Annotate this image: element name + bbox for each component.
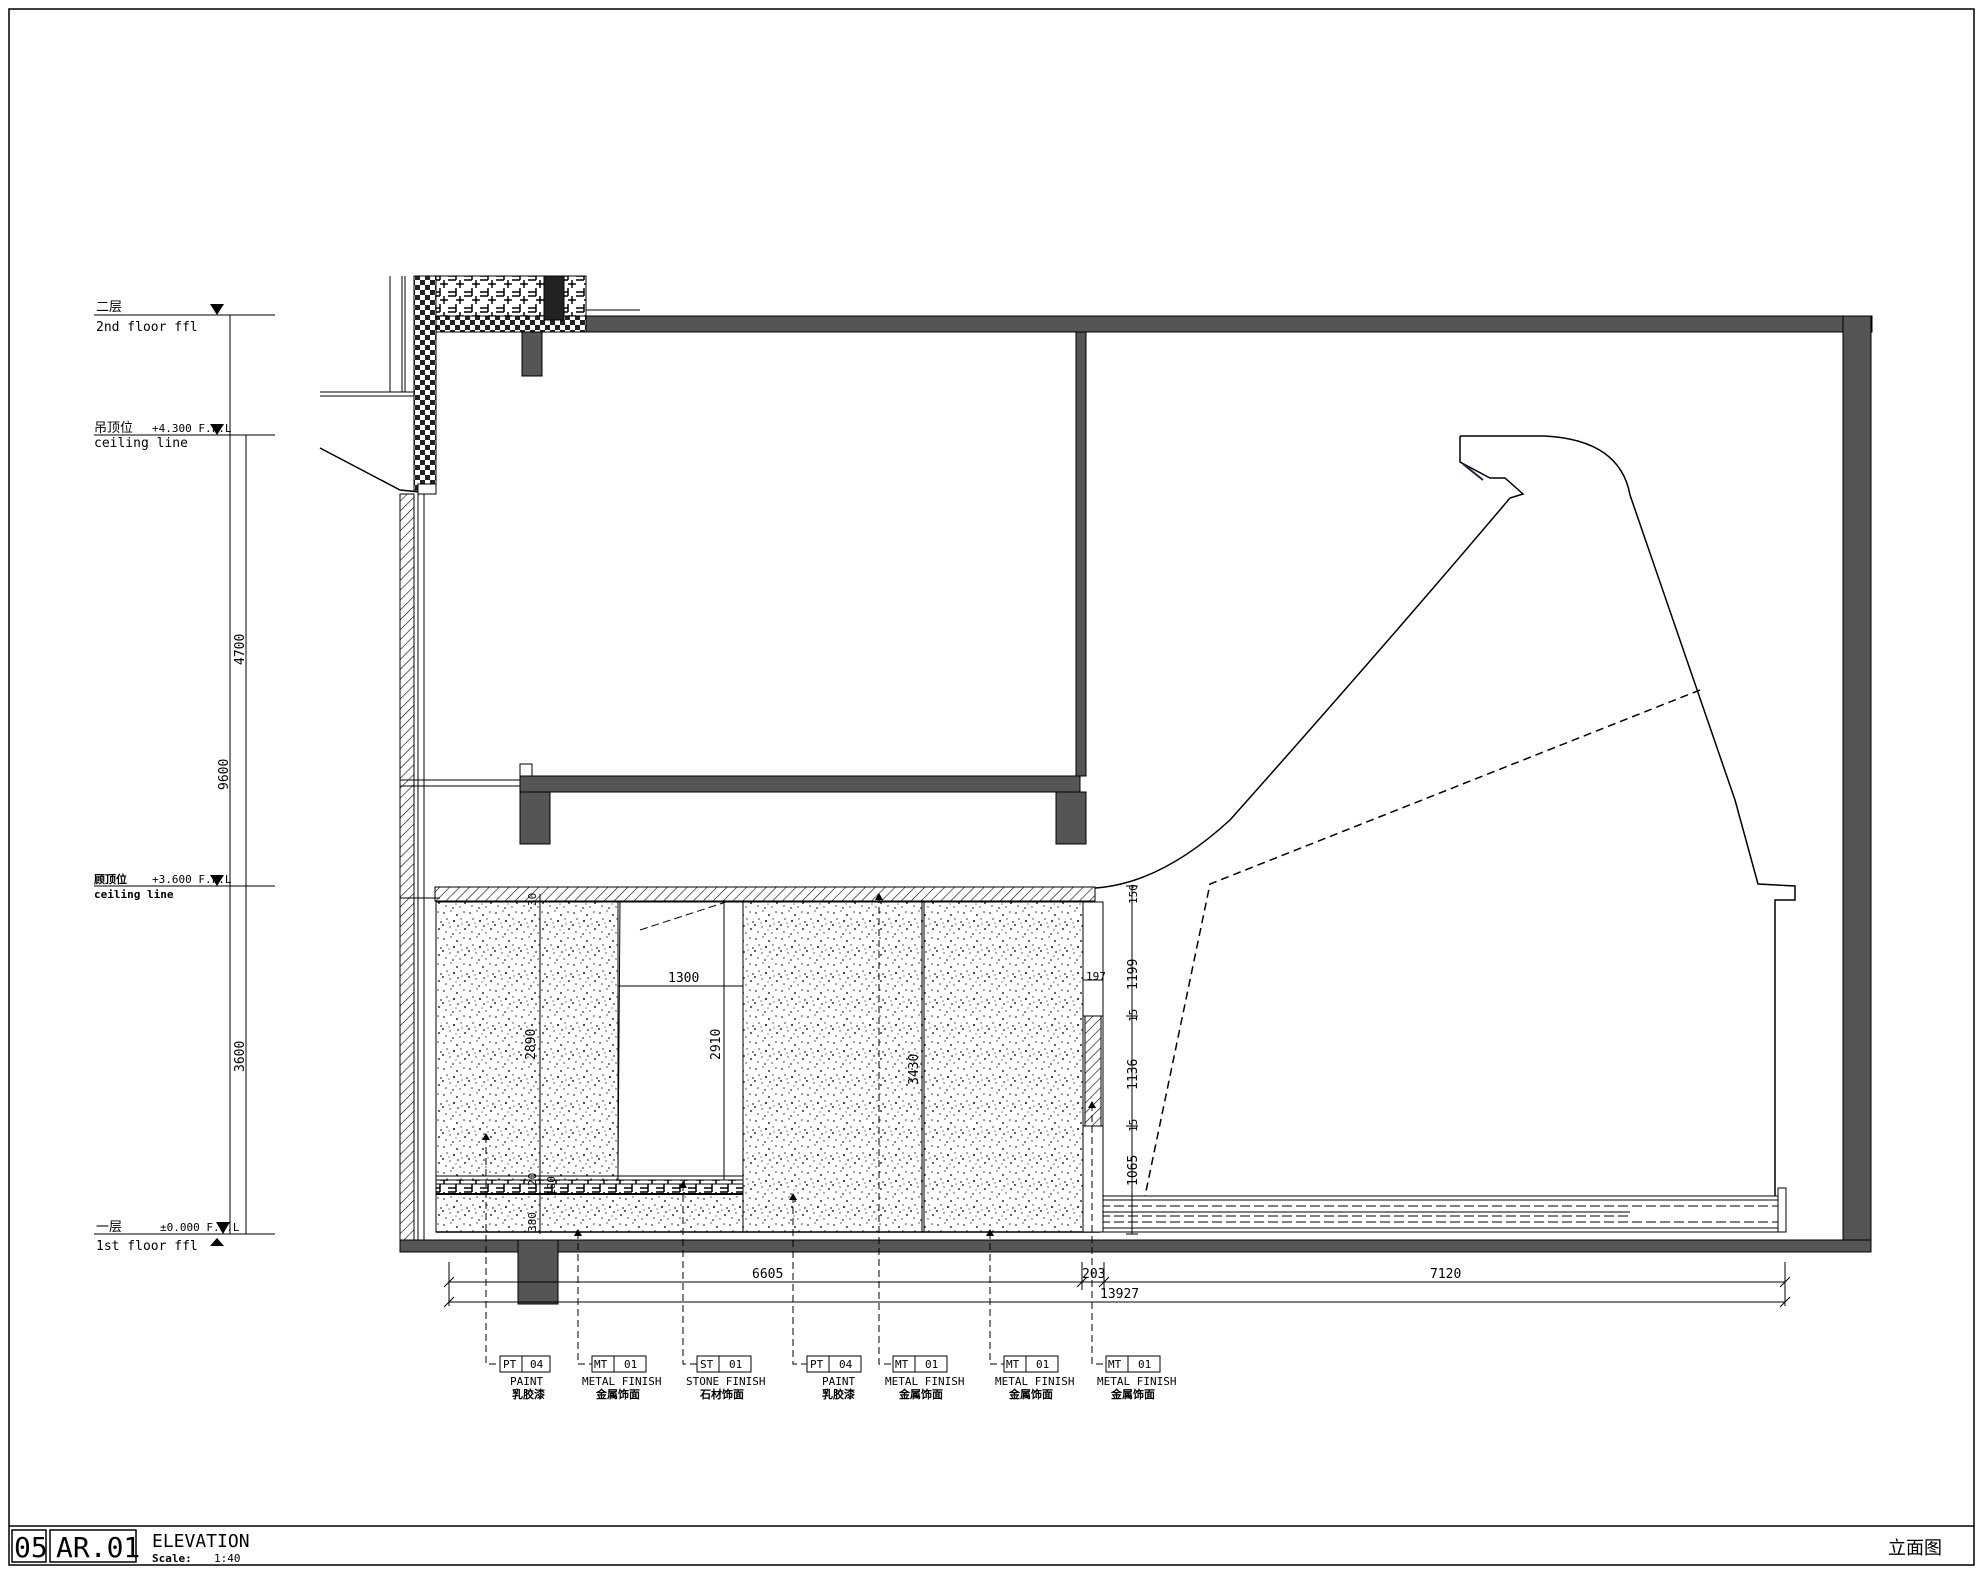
ceiling-b-en: ceiling line (94, 888, 174, 901)
dim-15b: 15 (1127, 1119, 1140, 1132)
dim-13927: 13927 (1100, 1287, 1139, 1302)
inner-dimensions (539, 885, 1138, 1235)
drawing-title: ELEVATION (152, 1531, 250, 1552)
finish-tag: MT 01 METAL FINISH 金属饰面 (1088, 1101, 1176, 1401)
tag-num: 01 (1138, 1358, 1151, 1371)
second-floor-en: 2nd floor ffl (96, 320, 198, 335)
tag-cn: 乳胶漆 (512, 1387, 545, 1401)
tag-en: STONE FINISH (686, 1375, 765, 1388)
first-floor-value: ±0.000 F.F.L (160, 1221, 240, 1234)
tag-cn: 乳胶漆 (822, 1387, 855, 1401)
level-markers: 二层 2nd floor ffl 吊顶位 +4.300 F.F.L ceilin… (94, 300, 275, 1254)
tag-en: METAL FINISH (1097, 1375, 1176, 1388)
finish-tag: ST 01 STONE FINISH 石材饰面 (679, 1181, 765, 1401)
left-dimensions (224, 314, 252, 1235)
dim-2910: 2910 (709, 1029, 724, 1060)
structure (319, 275, 1873, 1305)
dim-1136: 1136 (1126, 1059, 1141, 1090)
tag-num: 04 (530, 1358, 544, 1371)
scale-value: 1:40 (214, 1552, 241, 1565)
dim-3600: 3600 (233, 1041, 248, 1072)
sheet-id: AR.01 (56, 1531, 140, 1564)
sheet-number: 05 (14, 1531, 48, 1564)
dim-1199: 1199 (1126, 959, 1141, 990)
dim-2890: 2890 (524, 1029, 539, 1060)
tag-en: METAL FINISH (582, 1375, 661, 1388)
tag-en: PAINT (822, 1375, 855, 1388)
finish-tag: MT 01 METAL FINISH 金属饰面 (574, 1229, 661, 1401)
tag-num: 01 (925, 1358, 938, 1371)
drawing-title-cn: 立面图 (1888, 1538, 1942, 1559)
tag-cn: 金属饰面 (898, 1387, 943, 1401)
tag-code: ST (700, 1358, 714, 1371)
tag-cn: 金属饰面 (1008, 1387, 1053, 1401)
ceiling-b-cn: 顾顶位 (94, 872, 127, 886)
dim-9600: 9600 (217, 759, 232, 790)
first-floor-cn: 一层 (96, 1220, 122, 1235)
dim-203: 203 (1082, 1267, 1105, 1282)
dim-1065: 1065 (1126, 1155, 1141, 1186)
tag-en: METAL FINISH (885, 1375, 964, 1388)
tag-en: PAINT (510, 1375, 543, 1388)
tag-en: METAL FINISH (995, 1375, 1074, 1388)
ceiling-a-en: ceiling line (94, 436, 188, 451)
lower-wall (434, 886, 1104, 1233)
scale-label: Scale: (152, 1552, 192, 1565)
tag-num: 01 (729, 1358, 742, 1371)
dim-30: 30 (526, 893, 539, 906)
bottom-dimensions (443, 1262, 1791, 1308)
dim-150: 150 (1127, 884, 1140, 904)
dim-4700: 4700 (233, 634, 248, 665)
curved-feature (1094, 435, 1796, 1197)
tag-code: MT (895, 1358, 909, 1371)
dim-15a: 15 (1127, 1009, 1140, 1022)
tag-num: 04 (839, 1358, 853, 1371)
tag-cn: 金属饰面 (1110, 1387, 1155, 1401)
finish-tag: MT 01 METAL FINISH 金属饰面 (875, 893, 964, 1401)
tag-cn: 金属饰面 (595, 1387, 640, 1401)
tag-code: PT (810, 1358, 824, 1371)
tag-code: MT (1108, 1358, 1122, 1371)
first-floor-en: 1st floor ffl (96, 1239, 198, 1254)
ceiling-b-value: +3.600 F.F.L (152, 873, 232, 886)
ceiling-a-value: +4.300 F.F.L (152, 422, 232, 435)
tag-code: MT (594, 1358, 608, 1371)
dim-3430: 3430 (907, 1054, 922, 1085)
title-block: 05 AR.01 ELEVATION Scale: 1:40 立面图 (9, 1525, 1974, 1565)
finish-tags: PT 04 PAINT 乳胶漆 MT 01 METAL FINISH 金属饰面 … (482, 893, 1176, 1401)
sheet-border (8, 8, 1975, 1566)
tag-code: PT (503, 1358, 517, 1371)
finish-tag: PT 04 PAINT 乳胶漆 (789, 1193, 862, 1401)
tag-num: 01 (624, 1358, 637, 1371)
dim-197: 197 (1086, 970, 1106, 983)
dim-20: 20 (526, 1173, 539, 1186)
finish-tag: PT 04 PAINT 乳胶漆 (482, 1133, 551, 1401)
second-floor-cn: 二层 (96, 300, 122, 315)
floor-strips (1100, 1187, 1787, 1233)
dim-100: 100 (545, 1176, 558, 1196)
dim-380: 380 (526, 1212, 539, 1232)
finish-tag: MT 01 METAL FINISH 金属饰面 (986, 1229, 1074, 1401)
tag-code: MT (1006, 1358, 1020, 1371)
dim-6605: 6605 (752, 1267, 783, 1282)
ceiling-a-cn: 吊顶位 (94, 421, 133, 436)
tag-cn: 石材饰面 (699, 1387, 744, 1401)
dim-7120: 7120 (1430, 1267, 1461, 1282)
tag-num: 01 (1036, 1358, 1049, 1371)
dim-1300: 1300 (668, 971, 699, 986)
